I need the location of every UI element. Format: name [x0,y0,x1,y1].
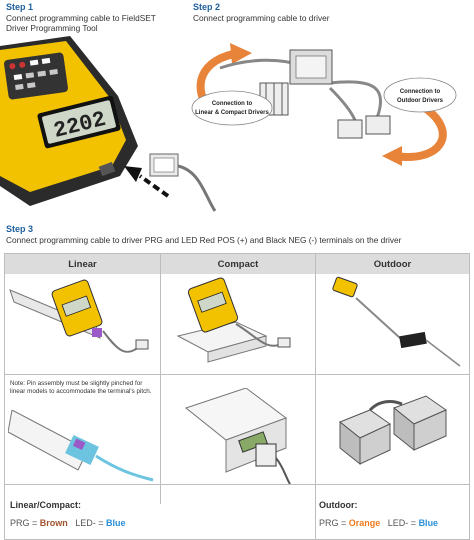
linear-closeup-illustration [8,410,154,482]
step2-title: Step 2 [193,2,221,12]
divider-2 [315,274,316,539]
compact-closeup-illustration [184,388,291,484]
legend-lc-led: LED- = [75,518,107,528]
legend-lc-led-color: Blue [106,518,126,528]
legend-lc-prg: PRG = [10,518,40,528]
legend-lc-prg-color: Brown [39,518,68,528]
step3-title: Step 3 [6,224,34,234]
header-outdoor: Outdoor [316,254,469,274]
legend-od-led: LED- = [387,518,419,528]
outdoor-closeup-illustration [339,395,448,466]
outdoor-tool-illustration [332,276,461,367]
driver-connection-illustration: Connection to Linear & Compact Drivers C… [191,43,457,166]
programming-tool-illustration: 2202 [0,36,217,212]
legend-outdoor-title: Outdoor: [319,500,358,510]
legend-outdoor-colors: PRG = Orange LED- = Blue [319,518,438,528]
legend-od-prg: PRG = [319,518,349,528]
step2-description: Connect programming cable to driver [193,13,330,23]
row-divider-1 [5,374,469,375]
callout-left-line1: Connection to [212,101,253,107]
header-linear: Linear [5,254,161,274]
legend-linear-compact-title: Linear/Compact: [10,500,82,510]
linear-tool-illustration [9,279,149,353]
legend-od-prg-color: Orange [348,518,381,528]
callout-right-line2: Outdoor Drivers [397,98,444,104]
linear-pin-note: Note: Pin assembly must be slightly pinc… [10,380,152,395]
legend-od-led-color: Blue [418,518,439,528]
step1-title: Step 1 [6,2,34,12]
legend-linear-compact-colors: PRG = Brown LED- = Blue [10,518,126,528]
step1-desc-line2: Driver Programming Tool [6,23,98,33]
compact-tool-illustration [176,277,291,363]
header-compact: Compact [161,254,316,274]
row-divider-2 [5,484,469,485]
divider-1 [160,274,161,504]
step3-description: Connect programming cable to driver PRG … [6,235,402,245]
step1-desc-line1: Connect programming cable to FieldSET [6,13,156,23]
callout-left-line2: Linear & Compact Drivers [195,110,269,116]
connection-table: Linear Compact Outdoor [4,253,470,540]
callout-right-line1: Connection to [400,89,441,95]
step1-description: Connect programming cable to FieldSET Dr… [6,13,156,33]
